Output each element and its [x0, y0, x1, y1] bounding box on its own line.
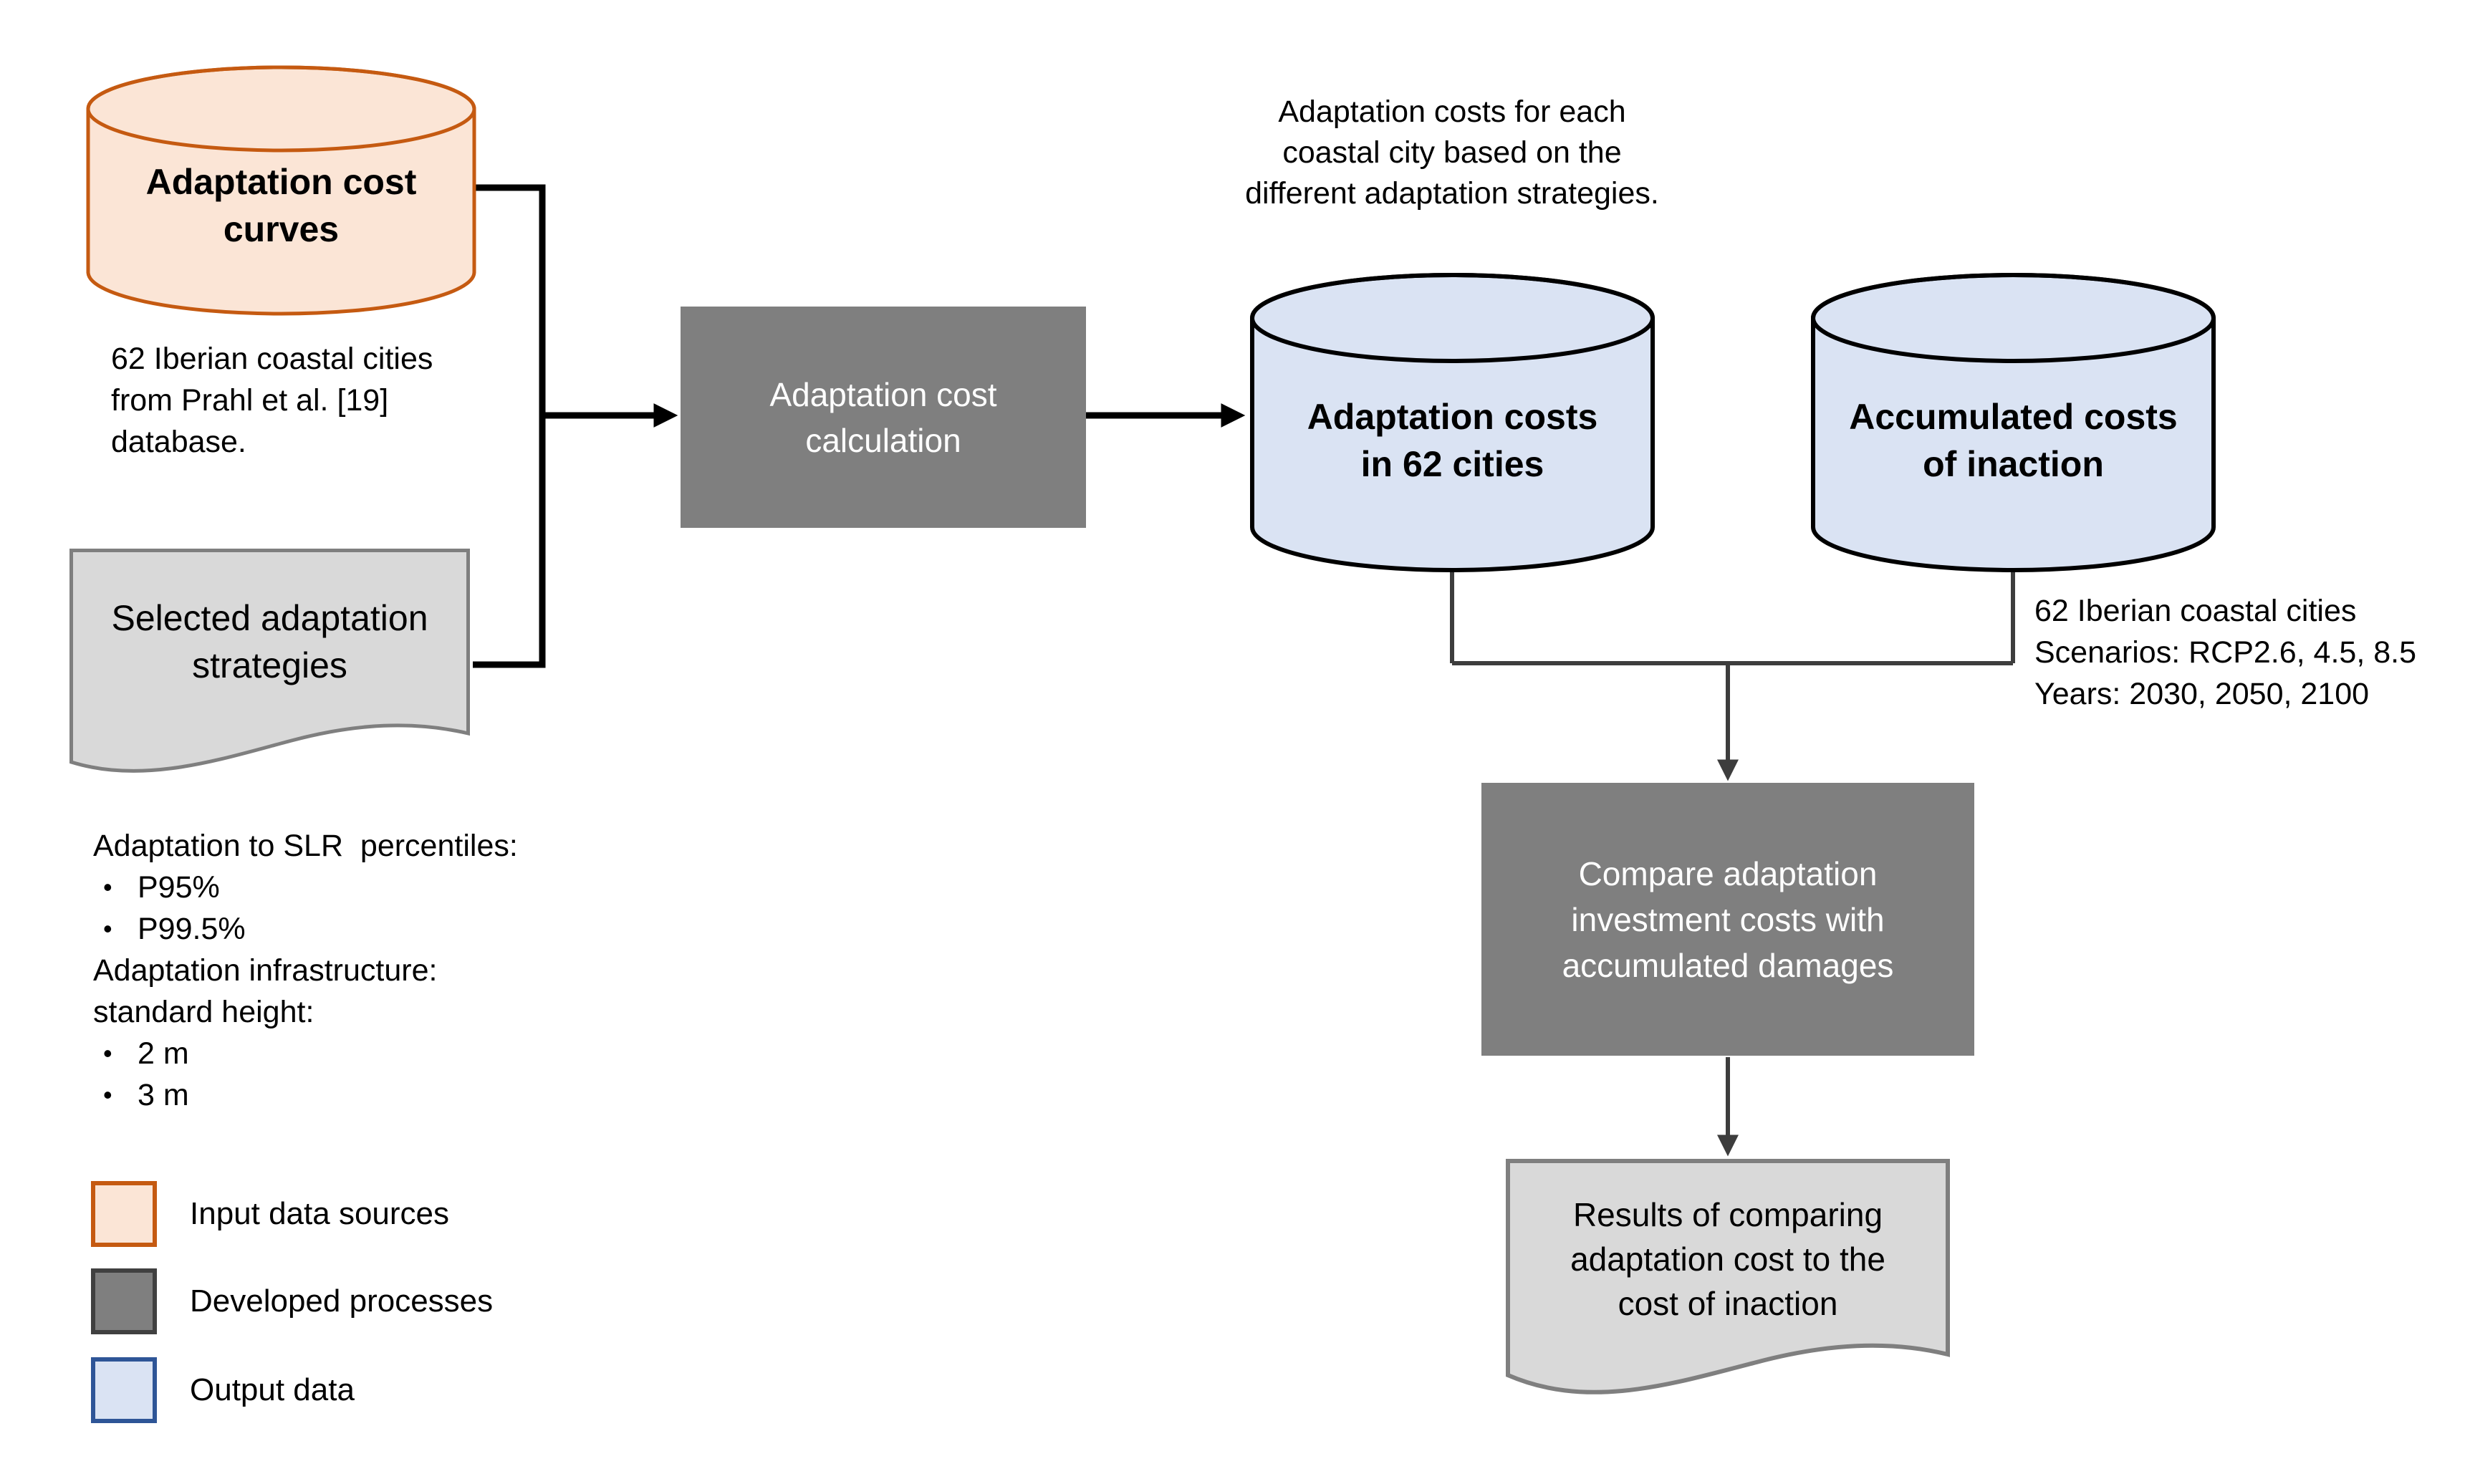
document-body — [1506, 1159, 1950, 1394]
note-text: standard height: — [93, 995, 314, 1029]
note-line: standard height: — [93, 991, 580, 1033]
note-line: • P95% — [93, 867, 580, 908]
note-text: Adaptation to SLR percentiles: — [93, 829, 518, 863]
results-label: Results of comparing adaptation cost to … — [1570, 1196, 1885, 1322]
legend-item-input: Input data sources — [91, 1181, 449, 1247]
note-line: Adaptation infrastructure: — [93, 950, 580, 991]
legend-item-output: Output data — [91, 1357, 355, 1423]
bullet-icon: • — [103, 872, 112, 902]
legend-label: Developed processes — [190, 1283, 494, 1319]
cylinder-shape — [1250, 273, 1655, 572]
note-text: Adaptation infrastructure: — [93, 953, 438, 988]
compare-label: Compare adaptation investment costs with… — [1562, 854, 1894, 984]
calculation-label: Adaptation cost calculation — [769, 375, 997, 459]
cylinder-shape — [1811, 273, 2216, 572]
node-selected-adaptation-strategies: Selected adaptation strategies — [69, 549, 470, 785]
cylinder-rim — [86, 65, 476, 153]
note-line: • P99.5% — [93, 908, 580, 950]
legend-item-process: Developed processes — [91, 1268, 493, 1334]
document-shape — [1506, 1159, 1950, 1394]
cylinder-rim — [1250, 273, 1655, 363]
legend-swatch-process — [91, 1268, 157, 1334]
node-compare-costs: Compare adaptation investment costs with… — [1481, 783, 1974, 1056]
note-text: 2 m — [138, 1036, 189, 1071]
legend-swatch-output — [91, 1357, 157, 1423]
node-results-document: Results of comparing adaptation cost to … — [1506, 1159, 1950, 1410]
accumulated-costs-label: Accumulated costs of inaction — [1849, 397, 2178, 484]
input-caption: 62 Iberian coastal cities from Prahl et … — [111, 342, 433, 459]
legend-swatch-input — [91, 1181, 157, 1247]
document-body — [69, 549, 470, 773]
strategy-notes: Adaptation to SLR percentiles: • P95% • P9… — [93, 825, 580, 1116]
cylinder-shape — [86, 65, 476, 316]
bullet-icon: • — [103, 1080, 112, 1109]
node-accumulated-costs-inaction: Accumulated costs of inaction — [1811, 272, 2216, 573]
node-adaptation-cost-calculation: Adaptation cost calculation — [681, 307, 1086, 528]
costs-annotation: Adaptation costs for each coastal city b… — [1245, 95, 1659, 211]
note-text: 3 m — [138, 1078, 189, 1112]
note-text: P95% — [138, 870, 220, 905]
selected-strategies-label: Selected adaptation strategies — [111, 598, 428, 685]
note-text: P99.5% — [138, 912, 246, 946]
document-shape — [69, 549, 470, 773]
adaptation-cost-curves-label: Adaptation cost curves — [145, 162, 417, 249]
inaction-caption: 62 Iberian coastal cities Scenarios: RCP… — [2034, 594, 2417, 711]
note-line: • 3 m — [93, 1074, 580, 1116]
bullet-icon: • — [103, 914, 112, 943]
node-adaptation-costs-62-cities: Adaptation costs in 62 cities — [1250, 272, 1655, 573]
note-line: • 2 m — [93, 1033, 580, 1074]
note-line: Adaptation to SLR percentiles: — [93, 825, 580, 867]
node-adaptation-cost-curves: Adaptation cost curves — [86, 64, 476, 317]
adaptation-costs-label: Adaptation costs in 62 cities — [1307, 397, 1598, 484]
legend-label: Input data sources — [190, 1196, 450, 1231]
cylinder-rim — [1811, 273, 2216, 363]
legend-label: Output data — [190, 1372, 355, 1407]
bullet-icon: • — [103, 1039, 112, 1068]
